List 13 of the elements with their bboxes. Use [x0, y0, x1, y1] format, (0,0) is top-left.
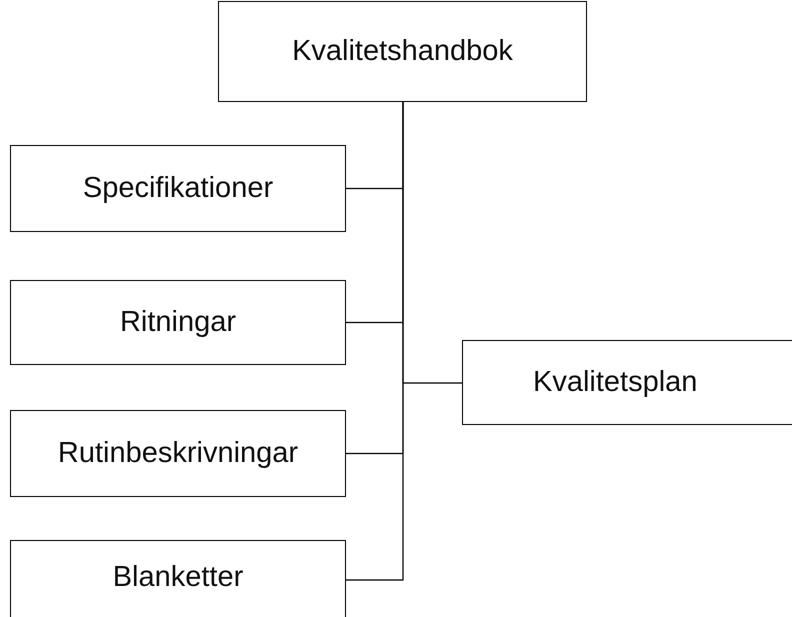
org-box: [218, 1, 587, 102]
box-label: Specifikationer: [82, 172, 274, 205]
box-label: Blanketter: [112, 561, 244, 594]
box-label: Ritningar: [120, 306, 236, 339]
org-box: [10, 280, 346, 365]
org-box: [10, 410, 346, 497]
box-label: Kvalitetsplan: [533, 366, 698, 399]
connector-line: [346, 102, 404, 581]
box-label: Kvalitetshandbok: [292, 35, 513, 68]
org-box: [10, 540, 346, 617]
org-box: [10, 145, 346, 232]
org-box: [462, 340, 792, 425]
box-label: Rutinbeskrivningar: [58, 437, 298, 470]
